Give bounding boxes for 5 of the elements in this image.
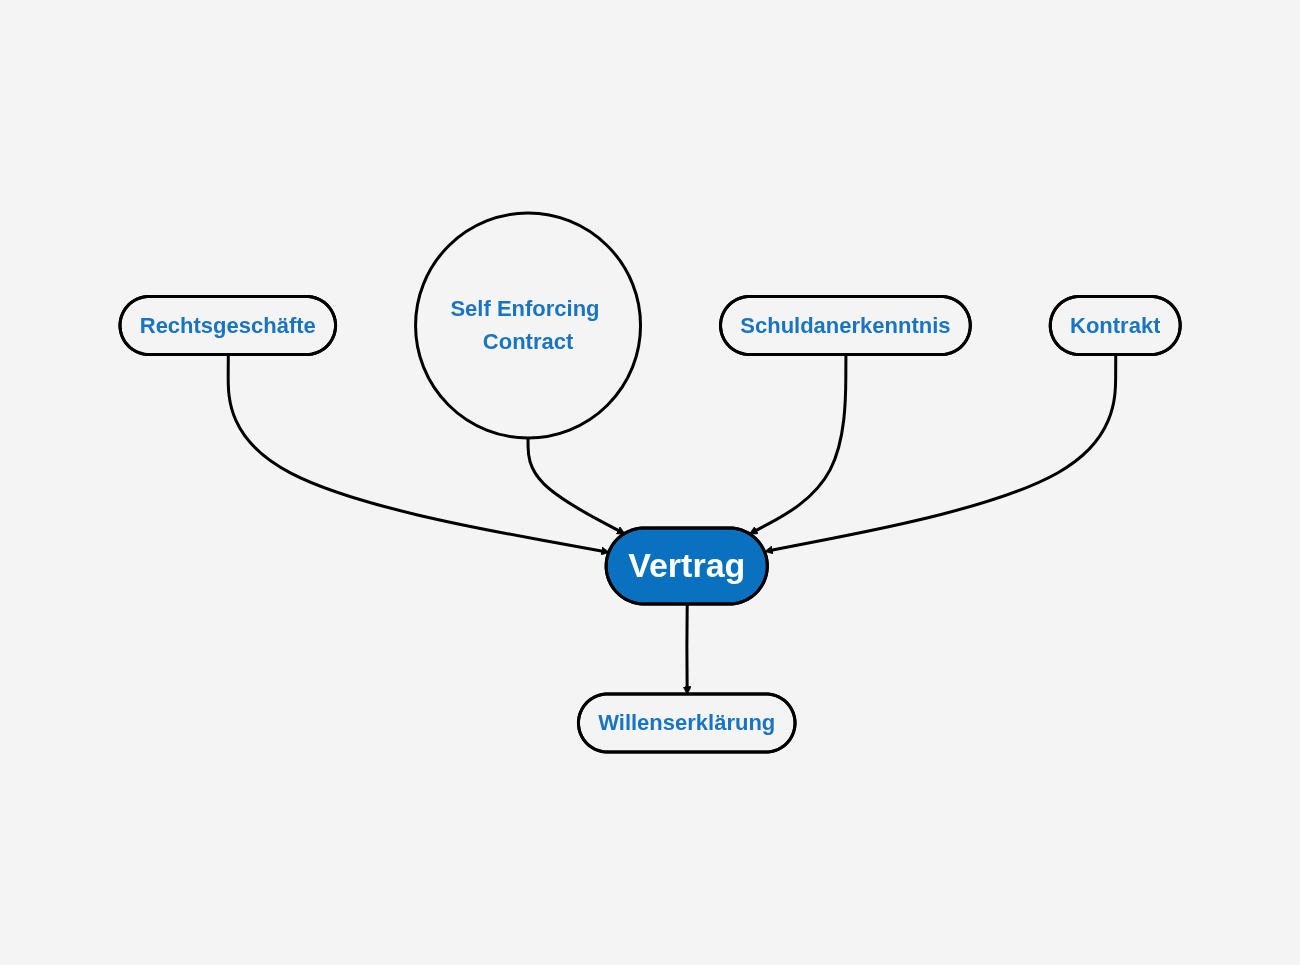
arrow [748,355,848,535]
arrow [226,355,610,556]
arrow [526,438,626,535]
node-circle: Self Enforcing Contract [413,211,642,440]
arrow [764,355,1118,555]
